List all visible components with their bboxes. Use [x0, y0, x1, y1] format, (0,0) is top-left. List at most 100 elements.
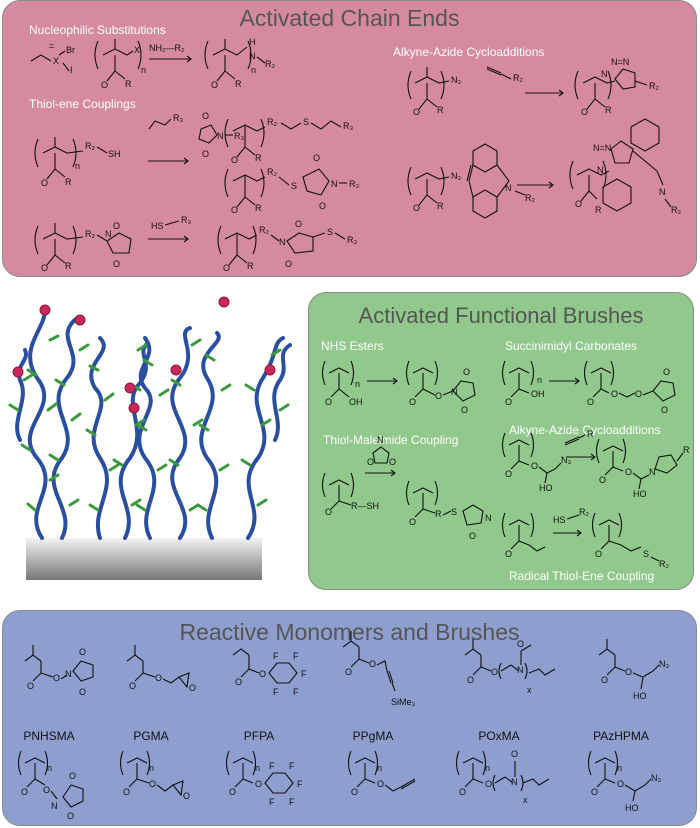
svg-text:H: H [249, 37, 256, 47]
svg-text:O: O [129, 681, 136, 691]
svg-text:O: O [79, 647, 86, 657]
svg-text:R₃: R₃ [343, 121, 353, 131]
svg-text:O: O [459, 787, 466, 797]
substrate [26, 538, 262, 580]
svg-text:S: S [291, 181, 297, 191]
svg-text:n: n [537, 375, 542, 385]
svg-text:N₃: N₃ [451, 171, 461, 181]
svg-text:F: F [289, 761, 295, 771]
monomer-label: PNHSMA [23, 729, 75, 743]
svg-text:O: O [202, 149, 209, 159]
svg-text:F: F [297, 779, 303, 789]
svg-text:O: O [259, 669, 266, 679]
svg-text:HO: HO [539, 483, 553, 493]
svg-text:O: O [369, 659, 376, 669]
svg-text:OH: OH [349, 397, 363, 407]
monomer-label: PPgMA [352, 729, 394, 743]
activated-functional-brushes-panel: Activated Functional Brushes NHS Esters … [308, 292, 694, 590]
svg-text:N: N [597, 165, 604, 175]
svg-text:R—SH: R—SH [351, 501, 379, 511]
svg-text:S: S [327, 227, 333, 237]
svg-text:n: n [141, 65, 146, 75]
svg-text:R₂: R₂ [85, 141, 95, 151]
svg-text:R₂: R₂ [671, 205, 681, 215]
brush-end-groups [12, 296, 276, 414]
svg-text:O: O [101, 80, 108, 90]
svg-text:R: R [605, 105, 612, 115]
svg-text:R₃: R₃ [234, 131, 244, 141]
svg-text:O: O [531, 461, 538, 471]
svg-text:n: n [485, 763, 490, 773]
svg-text:R₂: R₂ [513, 73, 523, 83]
svg-text:O: O [617, 779, 624, 789]
brush-chains [15, 306, 292, 540]
svg-text:O: O [69, 771, 76, 781]
svg-text:O: O [295, 219, 302, 229]
svg-text:F: F [301, 669, 307, 679]
svg-text:O: O [461, 405, 468, 415]
svg-text:O: O [41, 178, 48, 188]
svg-text:F: F [273, 687, 279, 697]
svg-text:SiMe₃: SiMe₃ [391, 697, 416, 707]
svg-text:R₃: R₃ [173, 113, 183, 123]
svg-text:O: O [611, 389, 618, 399]
thiol-ene-couplings-label: Thiol-ene Couplings [29, 97, 136, 111]
svg-text:R: R [595, 205, 602, 215]
alkyne-azide-label: Alkyne-Azide Cycloadditions [393, 45, 545, 59]
svg-text:O: O [575, 199, 582, 209]
svg-text:N: N [65, 669, 72, 679]
svg-text:R: R [587, 429, 594, 439]
svg-text:n: n [149, 763, 154, 773]
svg-text:O: O [255, 779, 262, 789]
alkyne-azide-brush-label: Alkyne-Azide Cycloadditions [509, 423, 661, 437]
monomer-label: POxMA [478, 729, 520, 743]
svg-text:R₃: R₃ [181, 215, 191, 225]
svg-text:R₂: R₂ [579, 507, 589, 517]
svg-text:O: O [463, 367, 470, 377]
svg-text:n: n [255, 763, 260, 773]
svg-text:R₂: R₂ [525, 193, 535, 203]
svg-text:R₂: R₂ [259, 225, 269, 235]
svg-text:R: R [65, 261, 72, 271]
svg-text:O: O [325, 507, 332, 517]
svg-text:O: O [223, 263, 230, 273]
svg-text:HS: HS [151, 221, 164, 231]
nucleophilic-substitutions-label: Nucleophilic Substitutions [29, 23, 166, 37]
svg-text:N: N [485, 513, 492, 523]
svg-text:O: O [325, 397, 332, 407]
svg-text:HS: HS [553, 515, 566, 525]
polymer-brush-illustration [8, 296, 292, 580]
svg-text:F: F [293, 687, 299, 697]
svg-text:N: N [331, 179, 338, 189]
svg-text:O: O [517, 639, 524, 649]
svg-text:OH: OH [531, 389, 545, 399]
svg-text:x: x [523, 795, 528, 805]
svg-text:O: O [202, 111, 209, 121]
svg-text:R₂: R₂ [649, 81, 659, 91]
svg-text:R: R [255, 153, 262, 163]
svg-text:N₃: N₃ [651, 773, 661, 783]
svg-text:n: n [377, 763, 382, 773]
svg-text:Br: Br [66, 45, 75, 55]
svg-text:O: O [625, 467, 632, 477]
svg-text:O: O [53, 673, 60, 683]
svg-text:O: O [189, 683, 196, 693]
svg-text:N: N [105, 229, 112, 239]
svg-text:O: O [27, 681, 34, 691]
brush-side-groups [8, 334, 290, 512]
svg-text:R: R [247, 261, 254, 271]
svg-text:O: O [591, 787, 598, 797]
svg-text:n: n [355, 379, 360, 389]
svg-text:N=N: N=N [593, 143, 611, 153]
svg-text:O: O [663, 367, 670, 377]
svg-text:R: R [437, 105, 444, 115]
svg-text:F: F [289, 797, 295, 807]
svg-text:N: N [659, 187, 666, 197]
